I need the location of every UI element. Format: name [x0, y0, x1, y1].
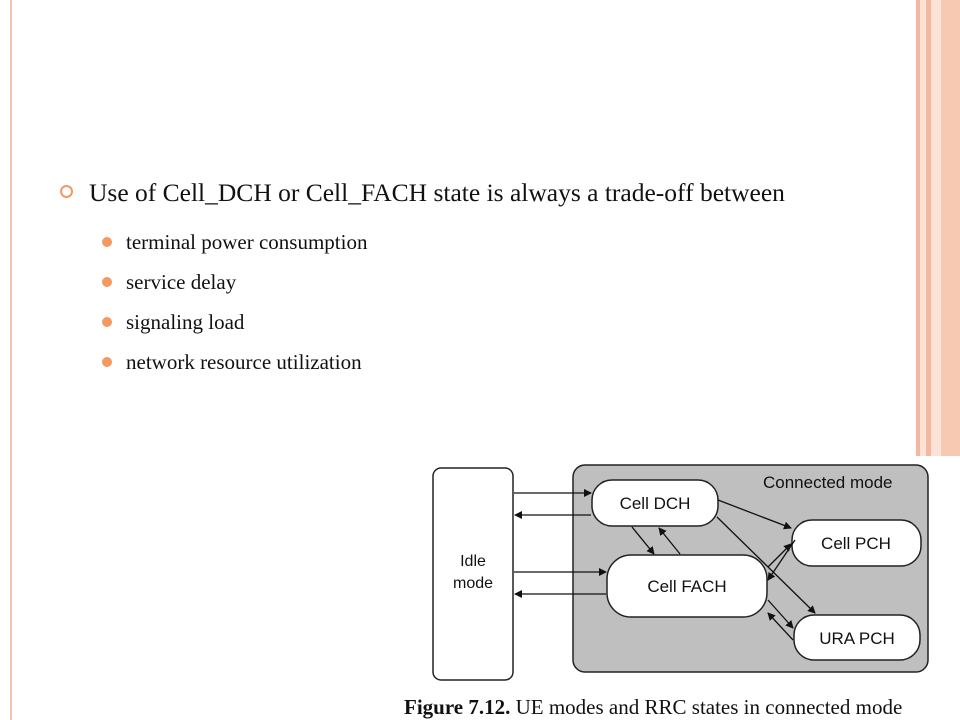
ura-pch-state [793, 614, 921, 661]
cell-fach-label: Cell FACH [647, 577, 726, 596]
bullet-content: Use of Cell_DCH or Cell_FACH state is al… [60, 176, 830, 382]
sub-bullet: service delay [102, 262, 830, 302]
cell-dch-label: Cell DCH [620, 494, 691, 513]
idle-mode-label-line1: Idle [460, 553, 486, 570]
figure-number: Figure 7.12. [404, 695, 511, 719]
main-bullet: Use of Cell_DCH or Cell_FACH state is al… [60, 176, 830, 210]
cell-pch-label: Cell PCH [821, 534, 891, 553]
ring-bullet-icon [60, 185, 73, 198]
dot-bullet-icon [102, 277, 112, 287]
rrc-state-diagram: Connected mode Idle mode Cell DCH Cell F… [432, 464, 929, 681]
sub-bullet: signaling load [102, 302, 830, 342]
figure-caption: Figure 7.12. UE modes and RRC states in … [404, 695, 902, 720]
cell-dch-state [591, 479, 719, 527]
right-decorative-stripes [916, 0, 960, 456]
cell-fach-state [606, 554, 768, 618]
ura-pch-label: URA PCH [819, 629, 895, 648]
dot-bullet-icon [102, 357, 112, 367]
idle-mode-label-line2: mode [453, 575, 493, 592]
main-bullet-text: Use of Cell_DCH or Cell_FACH state is al… [89, 178, 785, 207]
connected-mode-label: Connected mode [763, 473, 892, 492]
dot-bullet-icon [102, 237, 112, 247]
figure-caption-text: UE modes and RRC states in connected mod… [515, 695, 903, 719]
transition-arrows [514, 489, 816, 641]
sub-bullet: network resource utilization [102, 342, 830, 382]
cell-pch-state [791, 519, 922, 567]
sub-bullet: terminal power consumption [102, 222, 830, 262]
left-decorative-rule [10, 0, 12, 720]
idle-mode-box [432, 467, 514, 681]
dot-bullet-icon [102, 317, 112, 327]
sub-bullet-list: terminal power consumption service delay… [60, 222, 830, 382]
